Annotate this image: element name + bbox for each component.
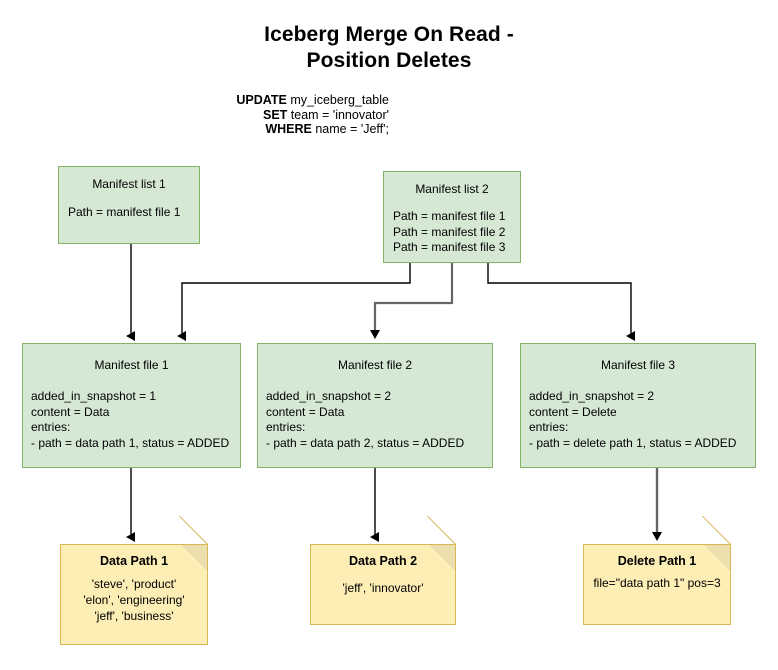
note-paper	[60, 544, 208, 645]
sql-keyword-where: WHERE	[265, 122, 312, 136]
manifest-file-3-box[interactable]: Manifest file 3 added_in_snapshot = 2 co…	[520, 343, 756, 468]
manifest-file-1-header: Manifest file 1	[94, 358, 169, 372]
manifest-list-2-entry-3: Path = manifest file 3	[393, 240, 506, 254]
edge-list2-to-file1	[177, 263, 411, 341]
manifest-file-3-line-3: entries:	[529, 420, 569, 434]
manifest-file-3-line-2: content = Delete	[529, 404, 617, 419]
note-paper	[583, 544, 731, 625]
manifest-file-1-line-1: added_in_snapshot = 1	[31, 389, 157, 403]
manifest-file-3-line-1: added_in_snapshot = 2	[529, 389, 655, 403]
manifest-list-1-entry-1: Path = manifest file 1	[68, 205, 181, 219]
manifest-file-1-line-2: content = Data	[31, 404, 110, 419]
sql-line-update: UPDATE my_iceberg_table	[189, 93, 389, 108]
manifest-file-1-body: added_in_snapshot = 1 content = Data ent…	[31, 389, 240, 451]
sql-where-expression: name = 'Jeff';	[311, 122, 389, 136]
data-path-1-note[interactable]: Data Path 1 'steve', 'product' 'elon', '…	[60, 515, 208, 645]
manifest-list-2-header: Manifest list 2	[415, 182, 489, 196]
delete-path-1-title: Delete Path 1	[617, 554, 697, 568]
manifest-list-2-entry-1: Path = manifest file 1	[393, 209, 506, 223]
manifest-file-2-line-4: - path = data path 2, status = ADDED	[266, 435, 465, 450]
sql-set-expression: team = 'innovator'	[287, 107, 389, 122]
sql-statement: UPDATE my_iceberg_table SET team = 'inno…	[189, 93, 389, 137]
sql-keyword-update: UPDATE	[236, 93, 287, 107]
note-paper	[310, 544, 456, 625]
data-path-1-row-1: 'steve', 'product'	[91, 577, 177, 591]
manifest-list-1-header: Manifest list 1	[92, 177, 166, 191]
edge-file3-to-deletepath1	[652, 468, 662, 541]
data-path-1-row-3: 'jeff', 'business'	[94, 609, 174, 623]
manifest-file-2-line-3: entries:	[266, 420, 306, 434]
manifest-list-1-body: Path = manifest file 1	[68, 205, 199, 221]
manifest-file-1-line-3: entries:	[31, 420, 71, 434]
fold-edge-line	[179, 515, 208, 545]
fold-edge-line	[702, 515, 731, 545]
edge-list2-to-file2	[370, 263, 454, 339]
data-path-2-body: 'jeff', 'innovator'	[310, 580, 456, 596]
sql-line-where: WHERE name = 'Jeff';	[189, 122, 389, 137]
manifest-list-1-box[interactable]: Manifest list 1 Path = manifest file 1	[58, 166, 200, 244]
manifest-file-2-line-1: added_in_snapshot = 2	[266, 389, 392, 403]
manifest-list-2-box[interactable]: Manifest list 2 Path = manifest file 1 P…	[383, 171, 521, 263]
manifest-file-2-line-2: content = Data	[266, 404, 345, 419]
delete-path-1-note[interactable]: Delete Path 1 file="data path 1" pos=3	[583, 515, 731, 625]
manifest-file-3-header: Manifest file 3	[600, 358, 676, 372]
data-path-1-body: 'steve', 'product' 'elon', 'engineering'…	[60, 576, 208, 624]
delete-path-1-row-1: file="data path 1" pos=3	[593, 576, 721, 590]
manifest-file-3-line-4: - path = delete path 1, status = ADDED	[529, 435, 737, 450]
data-path-2-note[interactable]: Data Path 2 'jeff', 'innovator'	[310, 515, 456, 625]
manifest-file-2-body: added_in_snapshot = 2 content = Data ent…	[266, 389, 492, 451]
sql-table-name: my_iceberg_table	[286, 93, 389, 107]
data-path-1-row-2: 'elon', 'engineering'	[83, 593, 185, 607]
edge-list2-to-file3	[487, 263, 635, 341]
delete-path-1-body: file="data path 1" pos=3	[583, 575, 731, 591]
page-title-line-2: Position Deletes	[306, 49, 472, 72]
manifest-list-2-body: Path = manifest file 1 Path = manifest f…	[393, 209, 520, 256]
data-path-1-title: Data Path 1	[99, 554, 169, 568]
manifest-file-1-box[interactable]: Manifest file 1 added_in_snapshot = 1 co…	[22, 343, 241, 468]
fold-edge-line	[427, 515, 456, 545]
data-path-2-row-1: 'jeff', 'innovator'	[342, 581, 424, 595]
sql-line-set: SET team = 'innovator'	[189, 108, 389, 123]
page-title-line-1: Iceberg Merge On Read -	[264, 23, 514, 46]
sql-keyword-set: SET	[262, 107, 288, 122]
page-title: Iceberg Merge On Read - Position Deletes	[0, 22, 778, 74]
manifest-file-2-box[interactable]: Manifest file 2 added_in_snapshot = 2 co…	[257, 343, 493, 468]
manifest-list-2-entry-2: Path = manifest file 2	[393, 224, 506, 239]
manifest-file-2-header: Manifest file 2	[337, 358, 413, 372]
data-path-2-title: Data Path 2	[348, 554, 418, 568]
manifest-file-3-body: added_in_snapshot = 2 content = Delete e…	[529, 389, 755, 451]
manifest-file-1-line-4: - path = data path 1, status = ADDED	[31, 435, 230, 450]
